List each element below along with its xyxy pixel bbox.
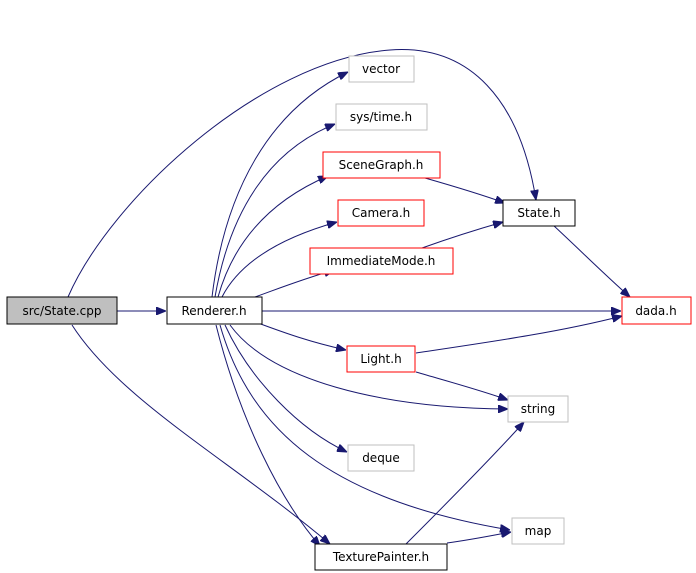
node-deque[interactable]: deque: [347, 444, 415, 472]
edge-renderer-string: [229, 324, 508, 409]
node-dada-h-label: dada.h: [635, 304, 676, 318]
node-string[interactable]: string: [507, 395, 569, 423]
edge-renderer-deque: [224, 324, 347, 452]
node-light-h-label: Light.h: [360, 352, 401, 366]
node-state-cpp-label: src/State.cpp: [23, 304, 102, 318]
edge-renderer-camera: [221, 222, 337, 298]
node-state-h-label: State.h: [517, 206, 560, 220]
nodes: src/State.cpp Renderer.h vector sys/time…: [6, 55, 692, 571]
node-texturepainter-h[interactable]: TexturePainter.h: [314, 543, 448, 571]
edges: [67, 49, 630, 546]
edge-statecpp-stateh: [67, 49, 536, 298]
edge-renderer-map: [219, 324, 510, 530]
edge-scenegraph-stateh: [424, 177, 505, 203]
node-scenegraph-h[interactable]: SceneGraph.h: [322, 151, 441, 179]
node-state-h[interactable]: State.h: [502, 199, 576, 227]
node-renderer-h[interactable]: Renderer.h: [166, 296, 263, 325]
edge-renderer-scenegraph: [217, 176, 328, 298]
edge-renderer-light: [257, 322, 346, 350]
edge-renderer-texturepainter: [215, 324, 320, 546]
edge-stateh-dada: [552, 224, 630, 297]
node-deque-label: deque: [362, 451, 400, 465]
edge-texturepainter-map: [446, 532, 511, 544]
edge-light-string: [415, 371, 508, 400]
edge-renderer-vector: [211, 72, 348, 298]
edge-renderer-systime: [214, 124, 335, 298]
edge-statecpp-texturepainter: [71, 324, 330, 544]
node-immediatemode-h[interactable]: ImmediateMode.h: [309, 247, 454, 275]
node-sys-time-h-label: sys/time.h: [350, 110, 412, 124]
node-map-label: map: [525, 524, 552, 538]
node-scenegraph-h-label: SceneGraph.h: [339, 158, 424, 172]
node-vector-label: vector: [362, 62, 400, 76]
edge-light-dada: [415, 316, 622, 354]
node-light-h[interactable]: Light.h: [346, 345, 416, 373]
node-sys-time-h[interactable]: sys/time.h: [335, 103, 428, 131]
node-state-cpp[interactable]: src/State.cpp: [6, 296, 118, 325]
node-renderer-h-label: Renderer.h: [181, 304, 246, 318]
node-camera-h[interactable]: Camera.h: [337, 199, 425, 227]
node-immediatemode-h-label: ImmediateMode.h: [327, 254, 436, 268]
node-vector[interactable]: vector: [348, 55, 415, 83]
edge-texturepainter-string: [404, 422, 524, 546]
node-texturepainter-h-label: TexturePainter.h: [332, 550, 429, 564]
node-map[interactable]: map: [511, 517, 565, 545]
node-camera-h-label: Camera.h: [352, 206, 411, 220]
edge-immediatemode-stateh: [421, 222, 503, 249]
node-dada-h[interactable]: dada.h: [621, 296, 692, 325]
node-string-label: string: [521, 402, 555, 416]
